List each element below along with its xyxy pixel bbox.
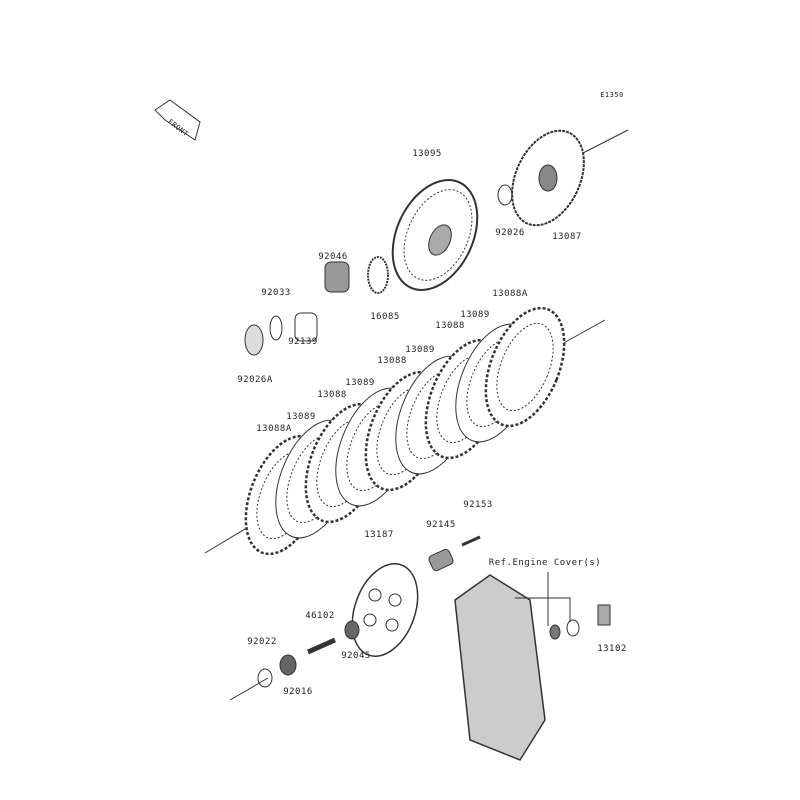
engine-cover: [454, 574, 546, 761]
part-label: 13089: [286, 412, 316, 422]
gear-16085: [367, 256, 389, 294]
front-arrow-icon: [154, 99, 201, 141]
axis-line: [559, 319, 606, 346]
part-label: 92016: [283, 687, 313, 697]
washer-92026: [497, 184, 513, 206]
plate-inner-edge: [496, 322, 554, 412]
part-label: 13102: [597, 644, 627, 654]
seal: [549, 624, 561, 640]
part-label: 92026A: [237, 375, 273, 385]
part-label: 13095: [412, 149, 442, 159]
bolt-92153: [461, 535, 481, 547]
leader-line: [515, 597, 571, 622]
part-label: 16085: [370, 312, 400, 322]
bearing-92045: [344, 620, 360, 640]
part-label: 92139: [288, 337, 318, 347]
part-label: 13187: [364, 530, 394, 540]
lever-13102: [597, 604, 611, 626]
part-label: 13089: [405, 345, 435, 355]
friction-plate: [484, 306, 566, 428]
part-label: 92026: [495, 228, 525, 238]
pushrod-46102: [306, 637, 337, 655]
part-label: 13087: [552, 232, 582, 242]
diagram-code: E1350: [600, 91, 624, 99]
part-label: 92045: [341, 651, 371, 661]
pressure-plate: [351, 562, 419, 658]
axis-line: [229, 677, 269, 701]
bearing-92016: [279, 654, 297, 676]
oring: [566, 619, 580, 637]
part-label: 92022: [247, 637, 277, 647]
part-label: 13088: [377, 356, 407, 366]
part-label: 92145: [426, 520, 456, 530]
sleeve-92139: [294, 312, 318, 342]
clutch-housing: [391, 179, 479, 291]
part-label: 13089: [460, 310, 490, 320]
washer-92026a: [244, 324, 264, 356]
spring-92145: [428, 548, 454, 572]
part-label: 92033: [261, 288, 291, 298]
part-label: 92153: [463, 500, 493, 510]
part-label: 13088: [435, 321, 465, 331]
part-label: 13088A: [492, 289, 528, 299]
washer-92033: [269, 315, 283, 341]
part-label: 46102: [305, 611, 335, 621]
primary-gear: [511, 129, 585, 227]
part-label: Ref.Engine Cover(s): [488, 558, 602, 568]
needle-bearing-92046: [324, 261, 350, 293]
washer-92022: [257, 668, 273, 688]
part-label: 13088A: [256, 424, 292, 434]
part-label: 13089: [345, 378, 375, 388]
part-label: 92046: [318, 252, 348, 262]
part-label: 13088: [317, 390, 347, 400]
